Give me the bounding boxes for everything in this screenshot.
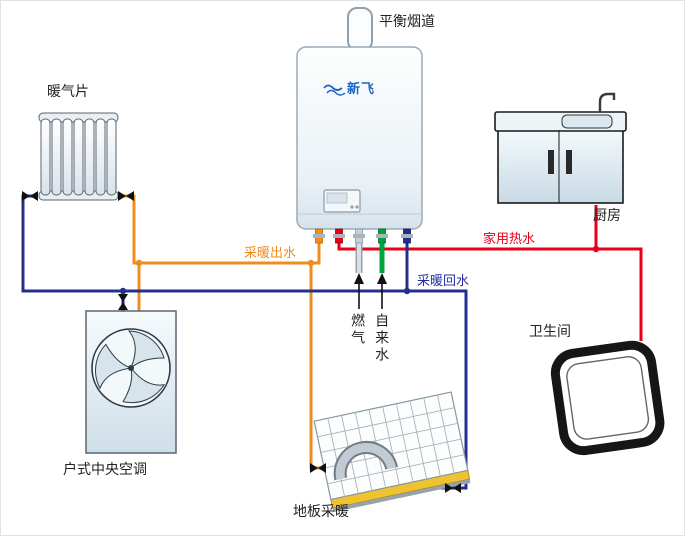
boiler-knob: [350, 205, 354, 209]
balanced-flue: [347, 7, 373, 51]
gas-label: 燃气: [350, 313, 367, 347]
floor-base-layer: [332, 479, 471, 513]
kitchen-cabinet: [494, 92, 627, 204]
boiler-logo-wave-icon: [326, 89, 346, 96]
floor-heating-slab: [313, 391, 471, 513]
heating-supply-label: 采暖出水: [244, 245, 297, 260]
heating-return-label: 采暖回水: [417, 273, 470, 288]
floor-heating-label: 地板采暖: [293, 503, 349, 519]
boiler-knob: [355, 205, 359, 209]
boiler-logo-wave-icon: [323, 84, 343, 91]
boiler-port-nut: [376, 234, 388, 238]
valve-ac: [118, 294, 128, 310]
junction-supply-ac: [135, 259, 143, 267]
ac-fan-blades: [95, 330, 166, 404]
junction-return-boiler: [403, 287, 411, 295]
pipe-hot-water: [337, 242, 643, 341]
bathtub: [550, 340, 665, 456]
kitchen-door-handle: [548, 150, 554, 174]
tap-water-flow-arrow-icon: [377, 273, 387, 309]
valve-floor-supply: [310, 463, 326, 473]
floor-pipe-loop-highlight: [335, 443, 397, 480]
junction-supply-floor: [307, 259, 315, 267]
kitchen-faucet-icon: [598, 92, 616, 112]
bathtub-inner-rim: [566, 356, 650, 440]
junction-return-ac: [119, 287, 127, 295]
boiler-brand-logo: 新飞: [347, 81, 376, 96]
radiator: [38, 112, 119, 201]
flue-label: 平衡烟道: [379, 13, 435, 29]
kitchen-door-handle: [566, 150, 572, 174]
boiler-port-nut: [353, 234, 365, 238]
boiler-port-nut: [401, 234, 413, 238]
tap-water-label: 自来水: [374, 313, 391, 364]
central-ac-label: 户式中央空调: [63, 461, 147, 477]
radiator-label: 暖气片: [47, 83, 89, 99]
boiler-display-screen: [326, 192, 348, 204]
valve-radiator-supply: [118, 191, 134, 201]
boiler-port-nut: [313, 234, 325, 238]
ac-fan-hub: [128, 365, 134, 371]
gas-flow-arrow-icon: [354, 273, 364, 309]
junction-hot-water-kitchen: [592, 245, 600, 253]
central-ac-unit: [85, 310, 177, 454]
domestic-hot-water-label: 家用热水: [483, 231, 536, 246]
kitchen-sink: [561, 114, 613, 129]
bathroom-label: 卫生间: [529, 323, 571, 339]
boiler-port-nut: [333, 234, 345, 238]
valve-radiator-return: [22, 191, 38, 201]
kitchen-label: 厨房: [593, 207, 621, 223]
